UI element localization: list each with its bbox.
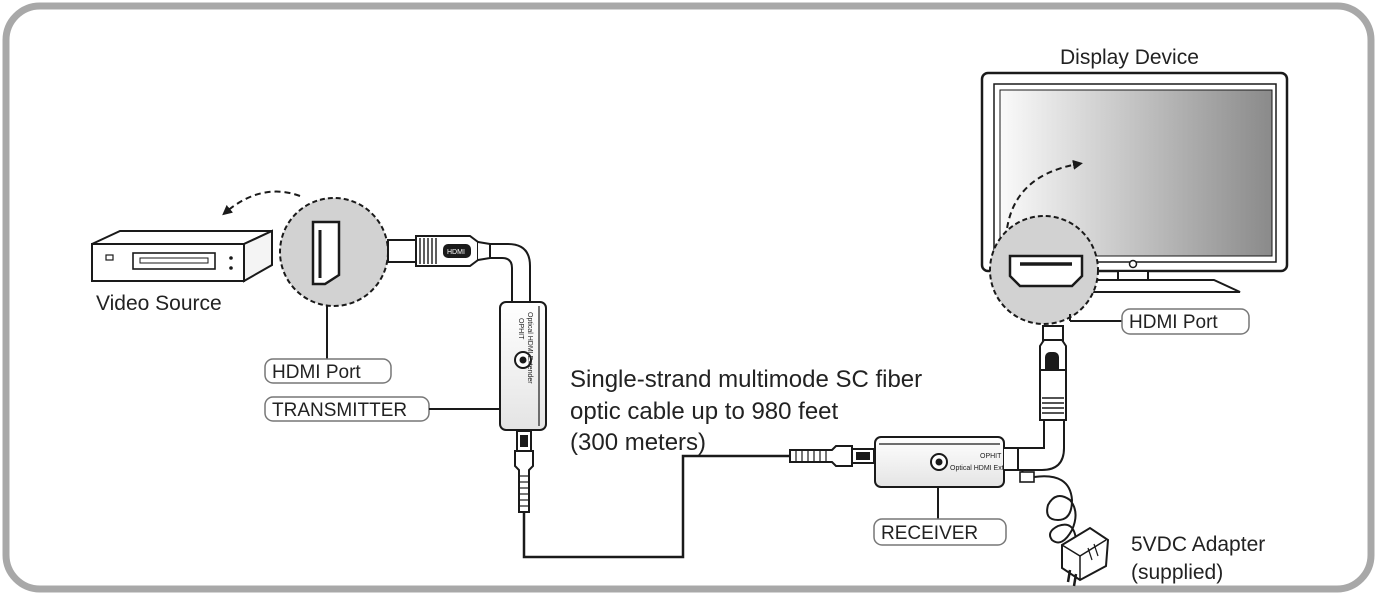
dvd-player-icon [91,229,273,283]
receiver-label: RECEIVER [881,523,978,544]
hdmi-plug-icon-left: HDMI [387,235,491,267]
hdmi-cable-left [489,243,531,305]
svg-text:HDMI: HDMI [447,249,465,256]
fiber-description-line3: (300 meters) [570,429,706,456]
receiver-tag [873,518,1007,546]
hdmi-port-tag-right [1121,308,1250,335]
hdmi-port-label-right: HDMI Port [1129,312,1218,333]
fiber-description-line1: Single-strand multimode SC fiber [570,366,922,393]
adapter-label-line1: 5VDC Adapter [1131,533,1265,556]
hdmi-port-label-left: HDMI Port [272,362,361,383]
hdmi-cable-right [1004,447,1019,471]
tv-icon [980,71,1289,293]
hdmi-port-icon [279,197,389,307]
display-device-label: Display Device [1060,46,1199,69]
power-adapter-icon [1004,469,1110,587]
transmitter-label: TRANSMITTER [272,400,407,421]
zoom-arrow-right [1005,159,1083,239]
fiber-cable [522,454,790,559]
hdmi-port-tag-left [264,358,392,384]
sc-connector-icon-left [514,430,534,513]
svg-text:Optical HDMI Extender: Optical HDMI Extender [950,465,1022,472]
sc-connector-icon-right [789,445,875,467]
svg-text:OPHIT: OPHIT [980,453,1002,460]
receiver-device: OPHIT Optical HDMI Extender [874,436,1022,488]
transmitter-device: OPHIT Optical HDMI Extender [499,301,547,431]
hdmi-port-icon-right [989,215,1099,325]
hdmi-plug-icon-right [1039,325,1067,421]
fiber-description-line2: optic cable up to 980 feet [570,398,839,425]
svg-text:Optical HDMI Extender: Optical HDMI Extender [526,312,533,384]
zoom-arrow-left [222,190,301,216]
video-source-label: Video Source [96,292,222,315]
svg-text:OPHIT: OPHIT [517,318,524,340]
adapter-label-line2: (supplied) [1131,561,1223,584]
